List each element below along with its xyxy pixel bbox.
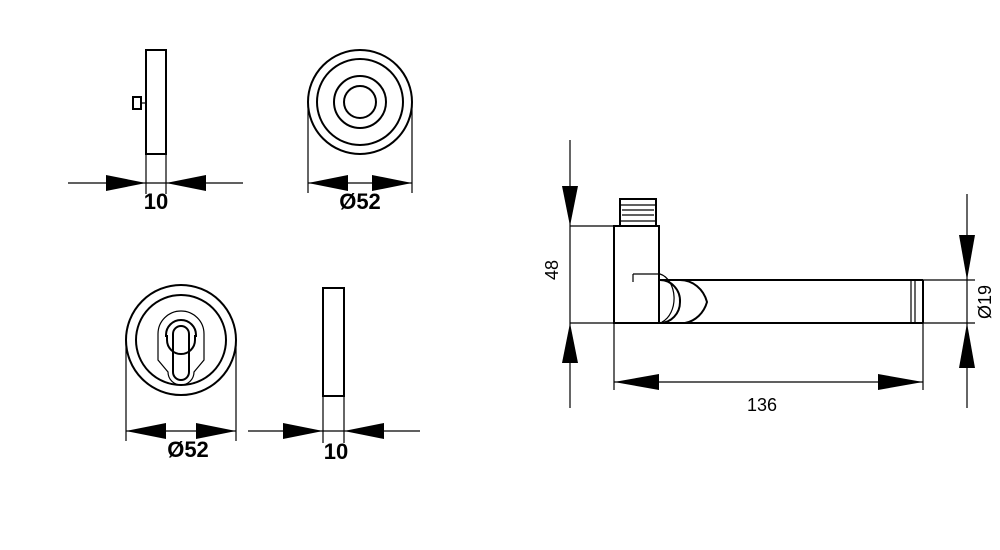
rose-side-view [132, 49, 167, 155]
escutcheon-diameter-dimension: Ø52 [125, 340, 237, 462]
lever-diameter-label: Ø19 [975, 285, 995, 319]
escutcheon-diameter-label: Ø52 [167, 437, 209, 462]
rose-diameter-dimension: Ø52 [307, 102, 413, 214]
lever-diameter-dimension: Ø19 [923, 194, 995, 408]
rose-thickness-dimension: 10 [68, 154, 243, 214]
rose-thickness-label: 10 [144, 189, 168, 214]
escutcheon-front-view [125, 284, 237, 396]
handle-height-label: 48 [542, 260, 562, 280]
escutcheon-side-view [322, 287, 345, 397]
handle-height-dimension: 48 [542, 140, 614, 408]
rose-front-view [307, 49, 413, 155]
lever-handle-view [613, 198, 924, 324]
rose-diameter-label: Ø52 [339, 189, 381, 214]
escutcheon-thickness-dimension: 10 [248, 396, 420, 464]
handle-length-label: 136 [747, 395, 777, 415]
handle-length-dimension: 136 [613, 323, 924, 415]
escutcheon-thickness-label: 10 [324, 439, 348, 464]
